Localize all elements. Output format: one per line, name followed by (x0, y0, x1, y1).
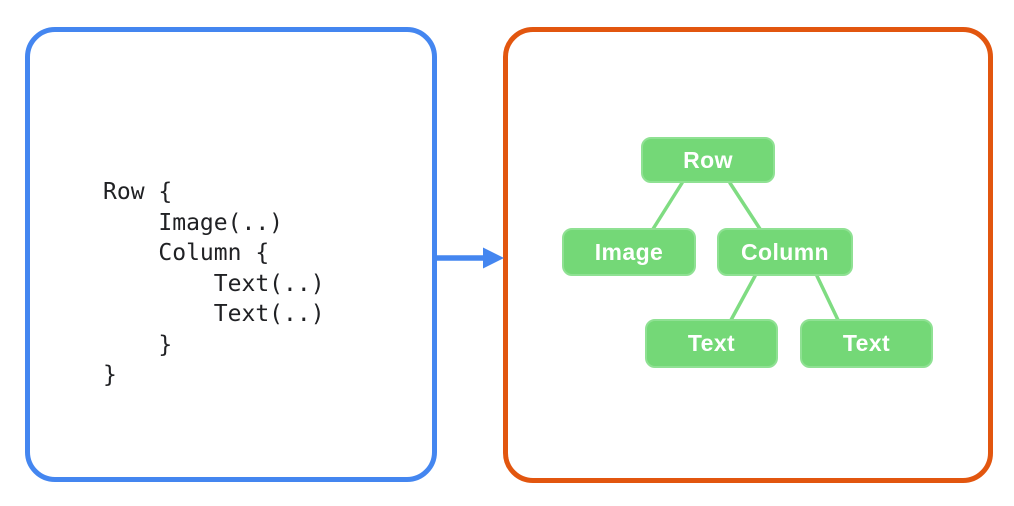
code-line: } (103, 331, 173, 358)
code-panel (25, 27, 437, 482)
code-line: Text(..) (103, 270, 325, 297)
code-block: Row { Image(..) Column { Text(..) Text(.… (103, 177, 325, 391)
tree-node-column: Column (717, 228, 853, 276)
tree-node-text-right: Text (800, 319, 933, 368)
tree-node-row: Row (641, 137, 775, 183)
code-line: Column { (103, 240, 270, 266)
tree-node-image: Image (562, 228, 696, 276)
code-line: Image(..) (103, 209, 284, 236)
flow-arrow-icon (436, 247, 504, 269)
tree-node-text-left: Text (645, 319, 778, 368)
code-line: } (103, 362, 117, 388)
code-line: Row { (103, 179, 173, 205)
code-line: Text(..) (103, 301, 325, 327)
